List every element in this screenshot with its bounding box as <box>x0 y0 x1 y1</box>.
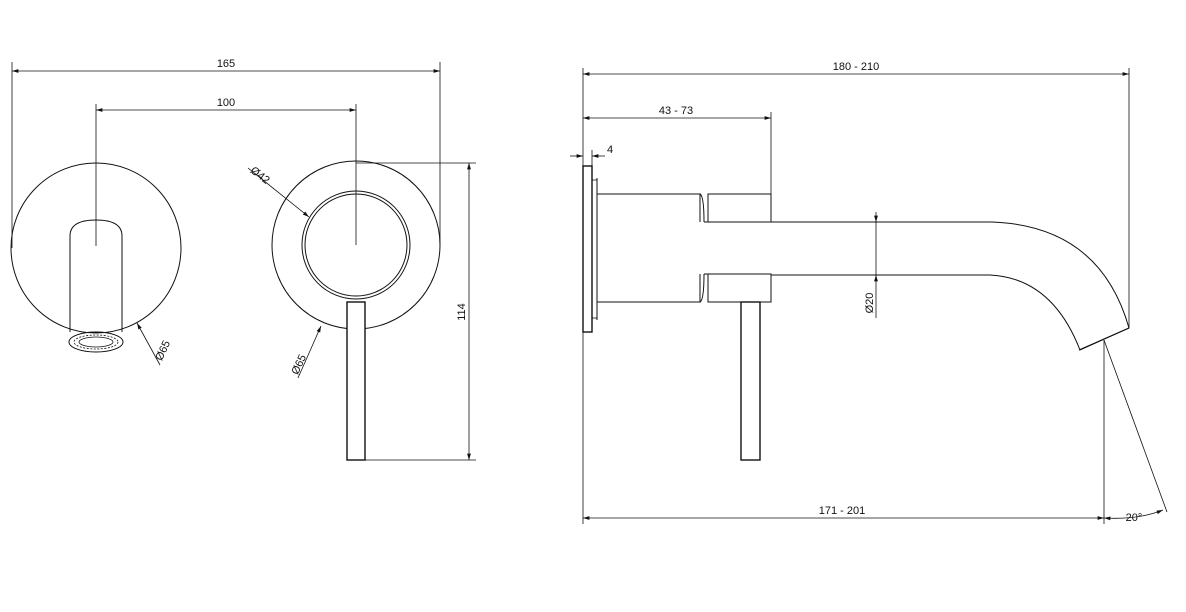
dim-spout-diameter-label: Ø20 <box>864 293 876 314</box>
dim-20-deg-label: 20° <box>1126 512 1143 524</box>
mixer-body-side <box>597 193 772 303</box>
dim-plate-left-label: Ø65 <box>153 339 173 363</box>
dim-114-label: 114 <box>456 303 468 321</box>
dim-43-73-label: 43 - 73 <box>659 105 693 117</box>
dim-4-label: 4 <box>607 144 613 156</box>
side-view: 180 - 210 43 - 73 4 Ø20 171 - 201 <box>570 61 1168 524</box>
dim-100-label: 100 <box>217 97 235 109</box>
wall-plate <box>582 165 593 333</box>
spout-side <box>771 221 1130 351</box>
mixer-plate-front <box>271 104 441 461</box>
dim-outlet-angle: 20° <box>1103 339 1168 524</box>
dim-cartridge-label: Ø42 <box>248 165 272 187</box>
front-view: 165 100 114 Ø65 Ø65 Ø42 <box>10 58 476 461</box>
dim-plate-thickness: 4 <box>570 144 613 166</box>
spout-plate-front <box>10 104 182 353</box>
dim-cartridge: Ø42 <box>247 165 310 218</box>
dim-plate-left: Ø65 <box>136 322 173 366</box>
dim-overall-length: 180 - 210 <box>582 61 1130 328</box>
lever-side <box>740 301 761 461</box>
dim-plate-right: Ø65 <box>289 325 322 379</box>
dim-180-210-label: 180 - 210 <box>833 61 879 73</box>
dim-overall-width: 165 <box>11 58 441 248</box>
dim-165-label: 165 <box>217 58 235 70</box>
dim-height: 114 <box>356 162 476 461</box>
dim-171-201-label: 171 - 201 <box>819 505 865 517</box>
dim-plate-right-label: Ø65 <box>289 353 309 377</box>
dim-spout-diameter: Ø20 <box>864 212 878 318</box>
dim-body-depth: 43 - 73 <box>583 105 772 194</box>
dim-projection: 171 - 201 <box>582 332 1105 524</box>
dim-lever-offset: 100 <box>96 97 356 112</box>
